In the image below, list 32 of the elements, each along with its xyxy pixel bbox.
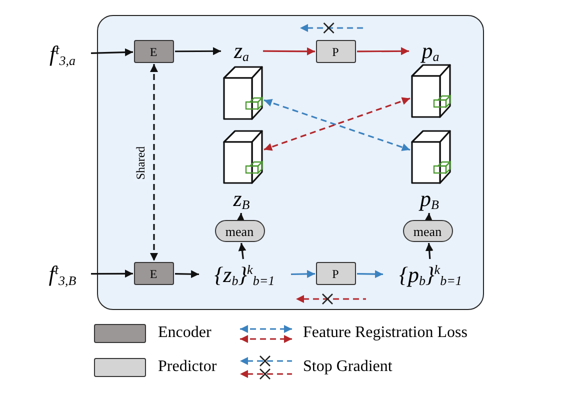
arrow <box>91 270 133 278</box>
math-label: p$_{a}$ <box>410 36 452 66</box>
arrow <box>90 48 134 56</box>
legend-label: Predictor <box>158 358 217 376</box>
arrow <box>357 47 409 56</box>
arrow <box>424 212 433 222</box>
arrow <box>175 47 221 56</box>
encoder-box: E <box>134 262 174 284</box>
arrow <box>238 242 246 260</box>
encoder-box: E <box>134 40 174 62</box>
module-panel <box>97 15 484 310</box>
dashed-arrow <box>150 64 158 261</box>
predictor-box: P <box>316 262 356 284</box>
math-label: z$_{B}$ <box>220 186 264 212</box>
arrow <box>425 242 434 260</box>
predictor-box: P <box>316 40 356 62</box>
arrow <box>356 270 384 278</box>
legend-label: Encoder <box>158 324 212 342</box>
mean-node: mean <box>214 220 264 242</box>
mean-node: mean <box>402 220 452 242</box>
arrow <box>263 47 315 56</box>
arrow <box>174 270 200 278</box>
legend-label: Stop Gradient <box>303 358 392 376</box>
feature-cube-icon <box>410 130 450 184</box>
math-label: p$_{B}$ <box>408 186 452 212</box>
legend-label: Feature Registration Loss <box>303 324 468 342</box>
feature-cube-icon <box>222 66 262 120</box>
arrow <box>236 212 245 222</box>
math-label: z$_{a}$ <box>222 36 262 66</box>
feature-cube-icon <box>222 130 262 184</box>
arrow <box>290 270 316 278</box>
feature-cube-icon <box>410 64 450 118</box>
